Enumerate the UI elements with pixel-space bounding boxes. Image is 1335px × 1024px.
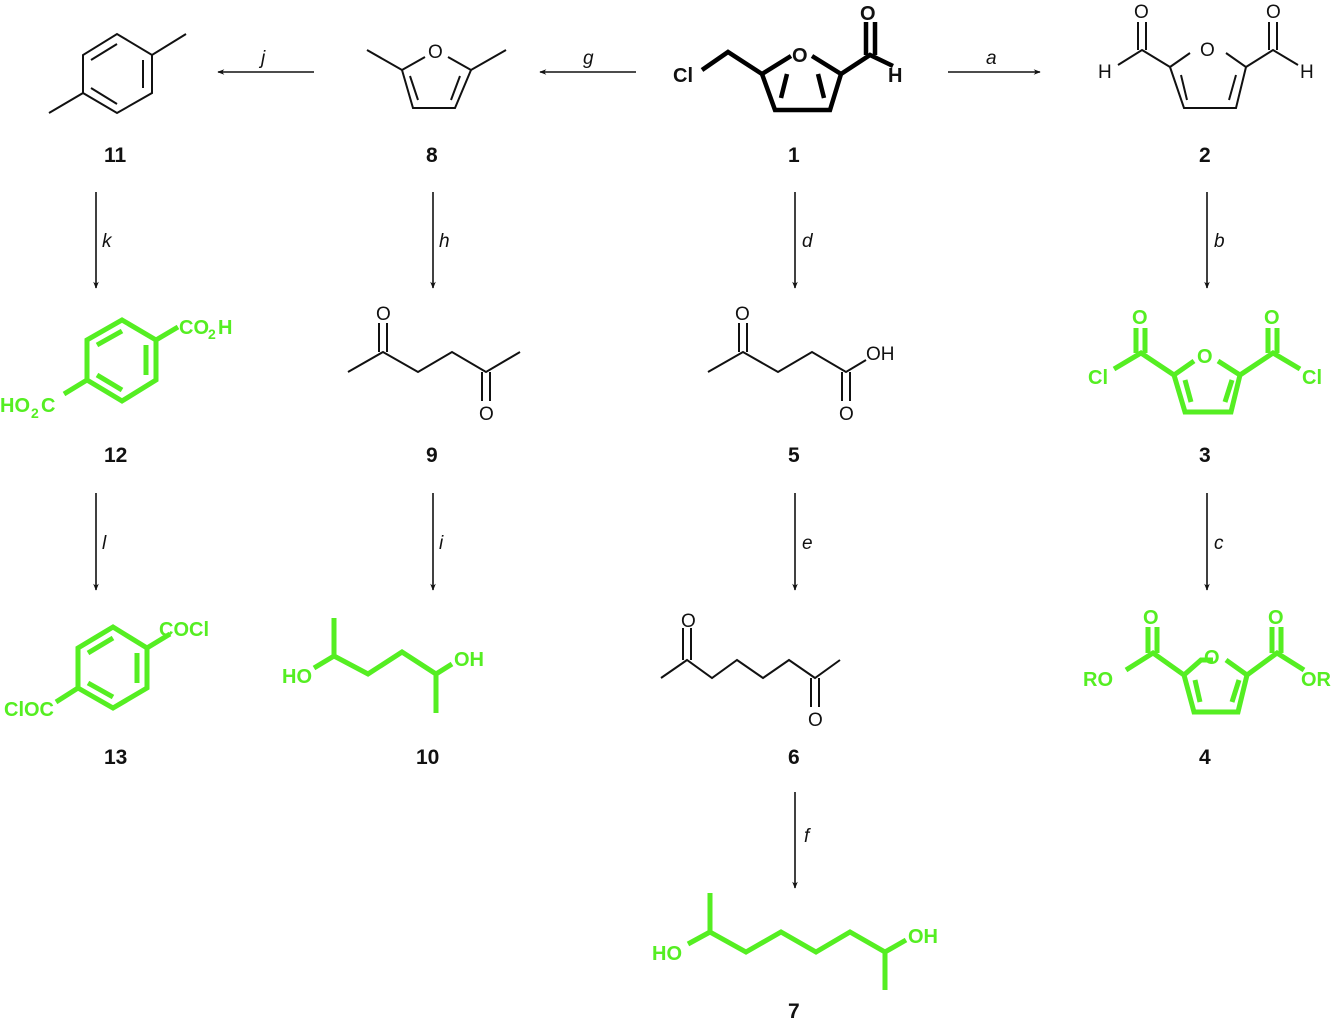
svg-text:O: O	[1204, 647, 1220, 669]
compound-8-structure: O	[366, 42, 507, 109]
svg-text:k: k	[102, 231, 113, 252]
compound-label-10: 10	[416, 746, 439, 769]
svg-text:j: j	[258, 48, 266, 69]
svg-text:RO: RO	[1083, 669, 1113, 691]
svg-text:O: O	[681, 611, 696, 632]
svg-text:ClOC: ClOC	[4, 699, 54, 721]
compound-13-structure: ClOC COCl	[4, 619, 209, 721]
svg-text:2: 2	[31, 405, 39, 421]
svg-text:O: O	[860, 3, 876, 25]
svg-text:H: H	[1300, 62, 1314, 83]
svg-text:Cl: Cl	[1088, 367, 1108, 389]
svg-text:OH: OH	[908, 926, 938, 948]
svg-text:OH: OH	[454, 649, 484, 671]
svg-text:O: O	[1143, 607, 1159, 629]
compound-6-structure: O O	[660, 611, 841, 731]
svg-text:Cl: Cl	[673, 65, 693, 87]
svg-text:2: 2	[208, 326, 216, 342]
svg-text:i: i	[439, 533, 444, 554]
arrow-k: k	[93, 192, 113, 289]
svg-text:CO: CO	[179, 317, 209, 339]
arrow-c: c	[1204, 493, 1224, 591]
svg-text:O: O	[1268, 607, 1284, 629]
arrow-g: g	[539, 48, 636, 75]
svg-text:HO: HO	[652, 943, 682, 965]
arrow-h: h	[430, 192, 450, 289]
compound-12-structure: HO 2 C CO 2 H	[0, 317, 232, 421]
compound-label-3: 3	[1199, 444, 1211, 467]
compound-label-1: 1	[788, 144, 800, 167]
compound-11-structure	[48, 32, 187, 115]
svg-text:g: g	[583, 48, 594, 69]
svg-text:O: O	[1132, 307, 1148, 329]
compound-label-5: 5	[788, 444, 800, 467]
arrow-l: l	[93, 493, 107, 591]
compound-label-6: 6	[788, 746, 800, 769]
svg-text:H: H	[218, 317, 232, 339]
compound-label-9: 9	[426, 444, 438, 467]
compound-1-structure: Cl O O H	[673, 3, 902, 113]
svg-text:COCl: COCl	[159, 619, 209, 641]
compound-label-2: 2	[1199, 144, 1211, 167]
arrow-d: d	[792, 192, 814, 289]
compound-label-4: 4	[1199, 746, 1211, 769]
arrow-e: e	[792, 493, 813, 591]
svg-text:e: e	[802, 533, 813, 554]
arrow-a: a	[948, 48, 1041, 75]
svg-text:OH: OH	[866, 344, 895, 365]
svg-text:O: O	[792, 45, 808, 67]
svg-text:O: O	[1134, 2, 1149, 23]
svg-text:OR: OR	[1301, 669, 1332, 691]
compound-3-structure: Cl O O O Cl	[1088, 307, 1322, 415]
compound-label-7: 7	[788, 1000, 800, 1023]
compound-label-13: 13	[104, 746, 127, 769]
svg-text:HO: HO	[0, 395, 30, 417]
svg-text:O: O	[376, 304, 391, 325]
svg-text:h: h	[439, 231, 450, 252]
compound-2-structure: H O O O H	[1098, 2, 1314, 109]
compound-label-8: 8	[426, 144, 438, 167]
compound-9-structure: O O	[347, 304, 521, 425]
arrow-i: i	[430, 493, 444, 591]
arrow-f: f	[792, 792, 811, 889]
svg-text:O: O	[735, 304, 750, 325]
compound-7-structure: HO OH	[652, 893, 938, 990]
compound-10-structure: HO OH	[282, 618, 484, 713]
svg-text:Cl: Cl	[1302, 367, 1322, 389]
compound-4-structure: RO O O O OR	[1083, 607, 1332, 715]
svg-text:H: H	[1098, 62, 1112, 83]
svg-text:f: f	[804, 826, 811, 847]
compound-label-12: 12	[104, 444, 127, 467]
arrow-j: j	[217, 48, 314, 75]
svg-text:O: O	[1264, 307, 1280, 329]
svg-text:O: O	[428, 42, 443, 63]
compound-label-11: 11	[104, 144, 127, 167]
svg-text:HO: HO	[282, 666, 312, 688]
svg-text:O: O	[808, 710, 823, 731]
svg-text:O: O	[1200, 40, 1215, 61]
svg-text:a: a	[986, 48, 997, 69]
compound-5-structure: O OH O	[707, 304, 895, 425]
svg-text:C: C	[41, 395, 55, 417]
svg-text:c: c	[1214, 533, 1224, 554]
svg-text:O: O	[479, 404, 494, 425]
svg-text:b: b	[1214, 231, 1225, 252]
svg-text:H: H	[888, 65, 902, 87]
svg-text:O: O	[1197, 346, 1213, 368]
svg-text:O: O	[1266, 2, 1281, 23]
svg-text:O: O	[839, 404, 854, 425]
arrow-b: b	[1204, 192, 1225, 289]
svg-text:l: l	[102, 533, 107, 554]
svg-text:d: d	[802, 231, 814, 252]
